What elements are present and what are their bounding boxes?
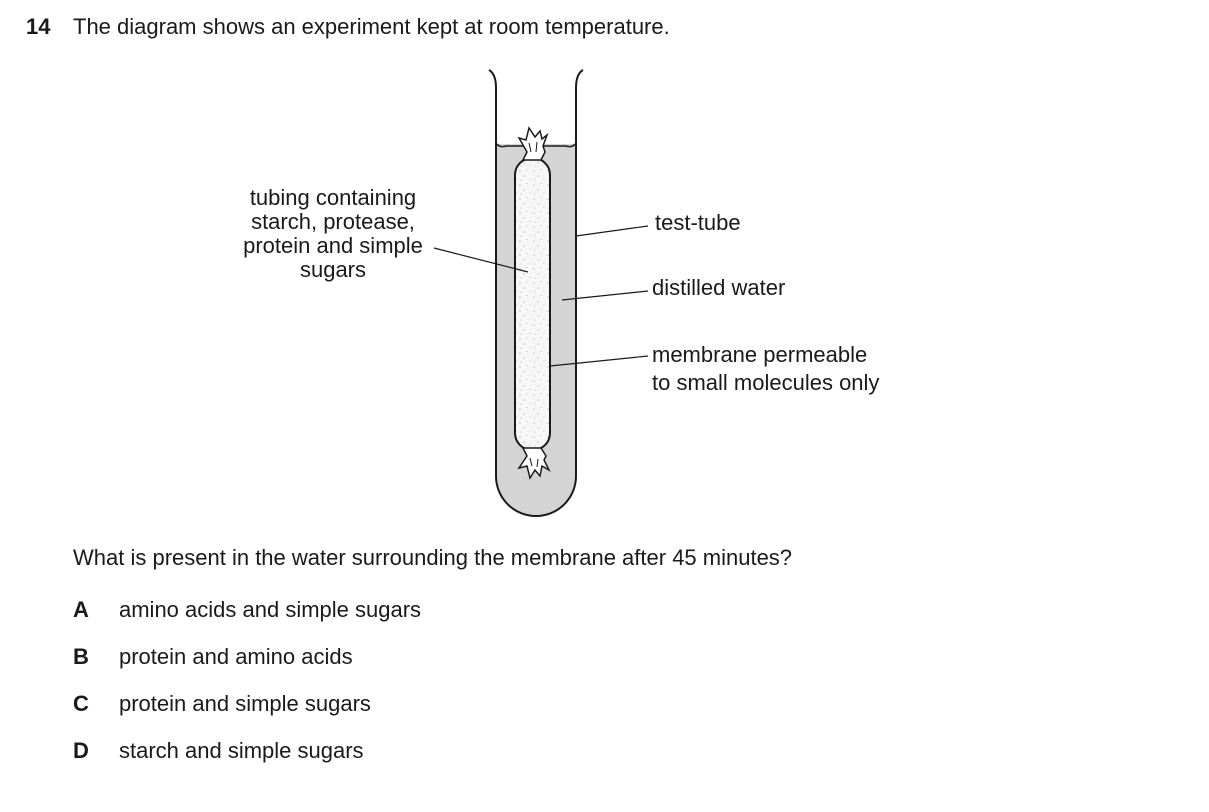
- membrane-label-line: membrane permeable: [652, 342, 868, 367]
- option-text: amino acids and simple sugars: [119, 597, 422, 622]
- option-letter: C: [73, 691, 89, 716]
- water-leader-line: [561, 290, 649, 301]
- distilled-water-label: distilled water: [652, 275, 786, 300]
- option-text: protein and amino acids: [119, 644, 353, 669]
- question-stem: The diagram shows an experiment kept at …: [73, 14, 670, 39]
- option-letter: D: [73, 738, 89, 763]
- test-tube-leader-line: [575, 225, 649, 237]
- test-tube-outline: [488, 69, 584, 517]
- option-letter: B: [73, 644, 89, 669]
- option-text: starch and simple sugars: [119, 738, 364, 763]
- tubing-label-line: starch, protease,: [251, 209, 415, 234]
- membrane-label: membrane permeable to small molecules on…: [652, 341, 879, 397]
- tubing-label-line: protein and simple: [243, 233, 423, 258]
- tubing-label: tubing containing starch, protease, prot…: [225, 186, 441, 282]
- question-number: 14: [26, 14, 51, 39]
- test-tube-label: test-tube: [655, 210, 741, 235]
- option-letter: A: [73, 597, 89, 622]
- question-prompt: What is present in the water surrounding…: [73, 545, 793, 570]
- membrane-leader-line: [549, 355, 649, 367]
- tubing-label-line: tubing containing: [249, 185, 417, 210]
- option-text: protein and simple sugars: [119, 691, 371, 716]
- top-knot: [517, 126, 549, 161]
- tubing-label-line: sugars: [299, 257, 367, 282]
- bottom-knot: [517, 447, 551, 480]
- membrane-tubing: [514, 157, 551, 451]
- membrane-label-line: to small molecules only: [652, 370, 880, 395]
- tubing-leader-line: [433, 247, 529, 273]
